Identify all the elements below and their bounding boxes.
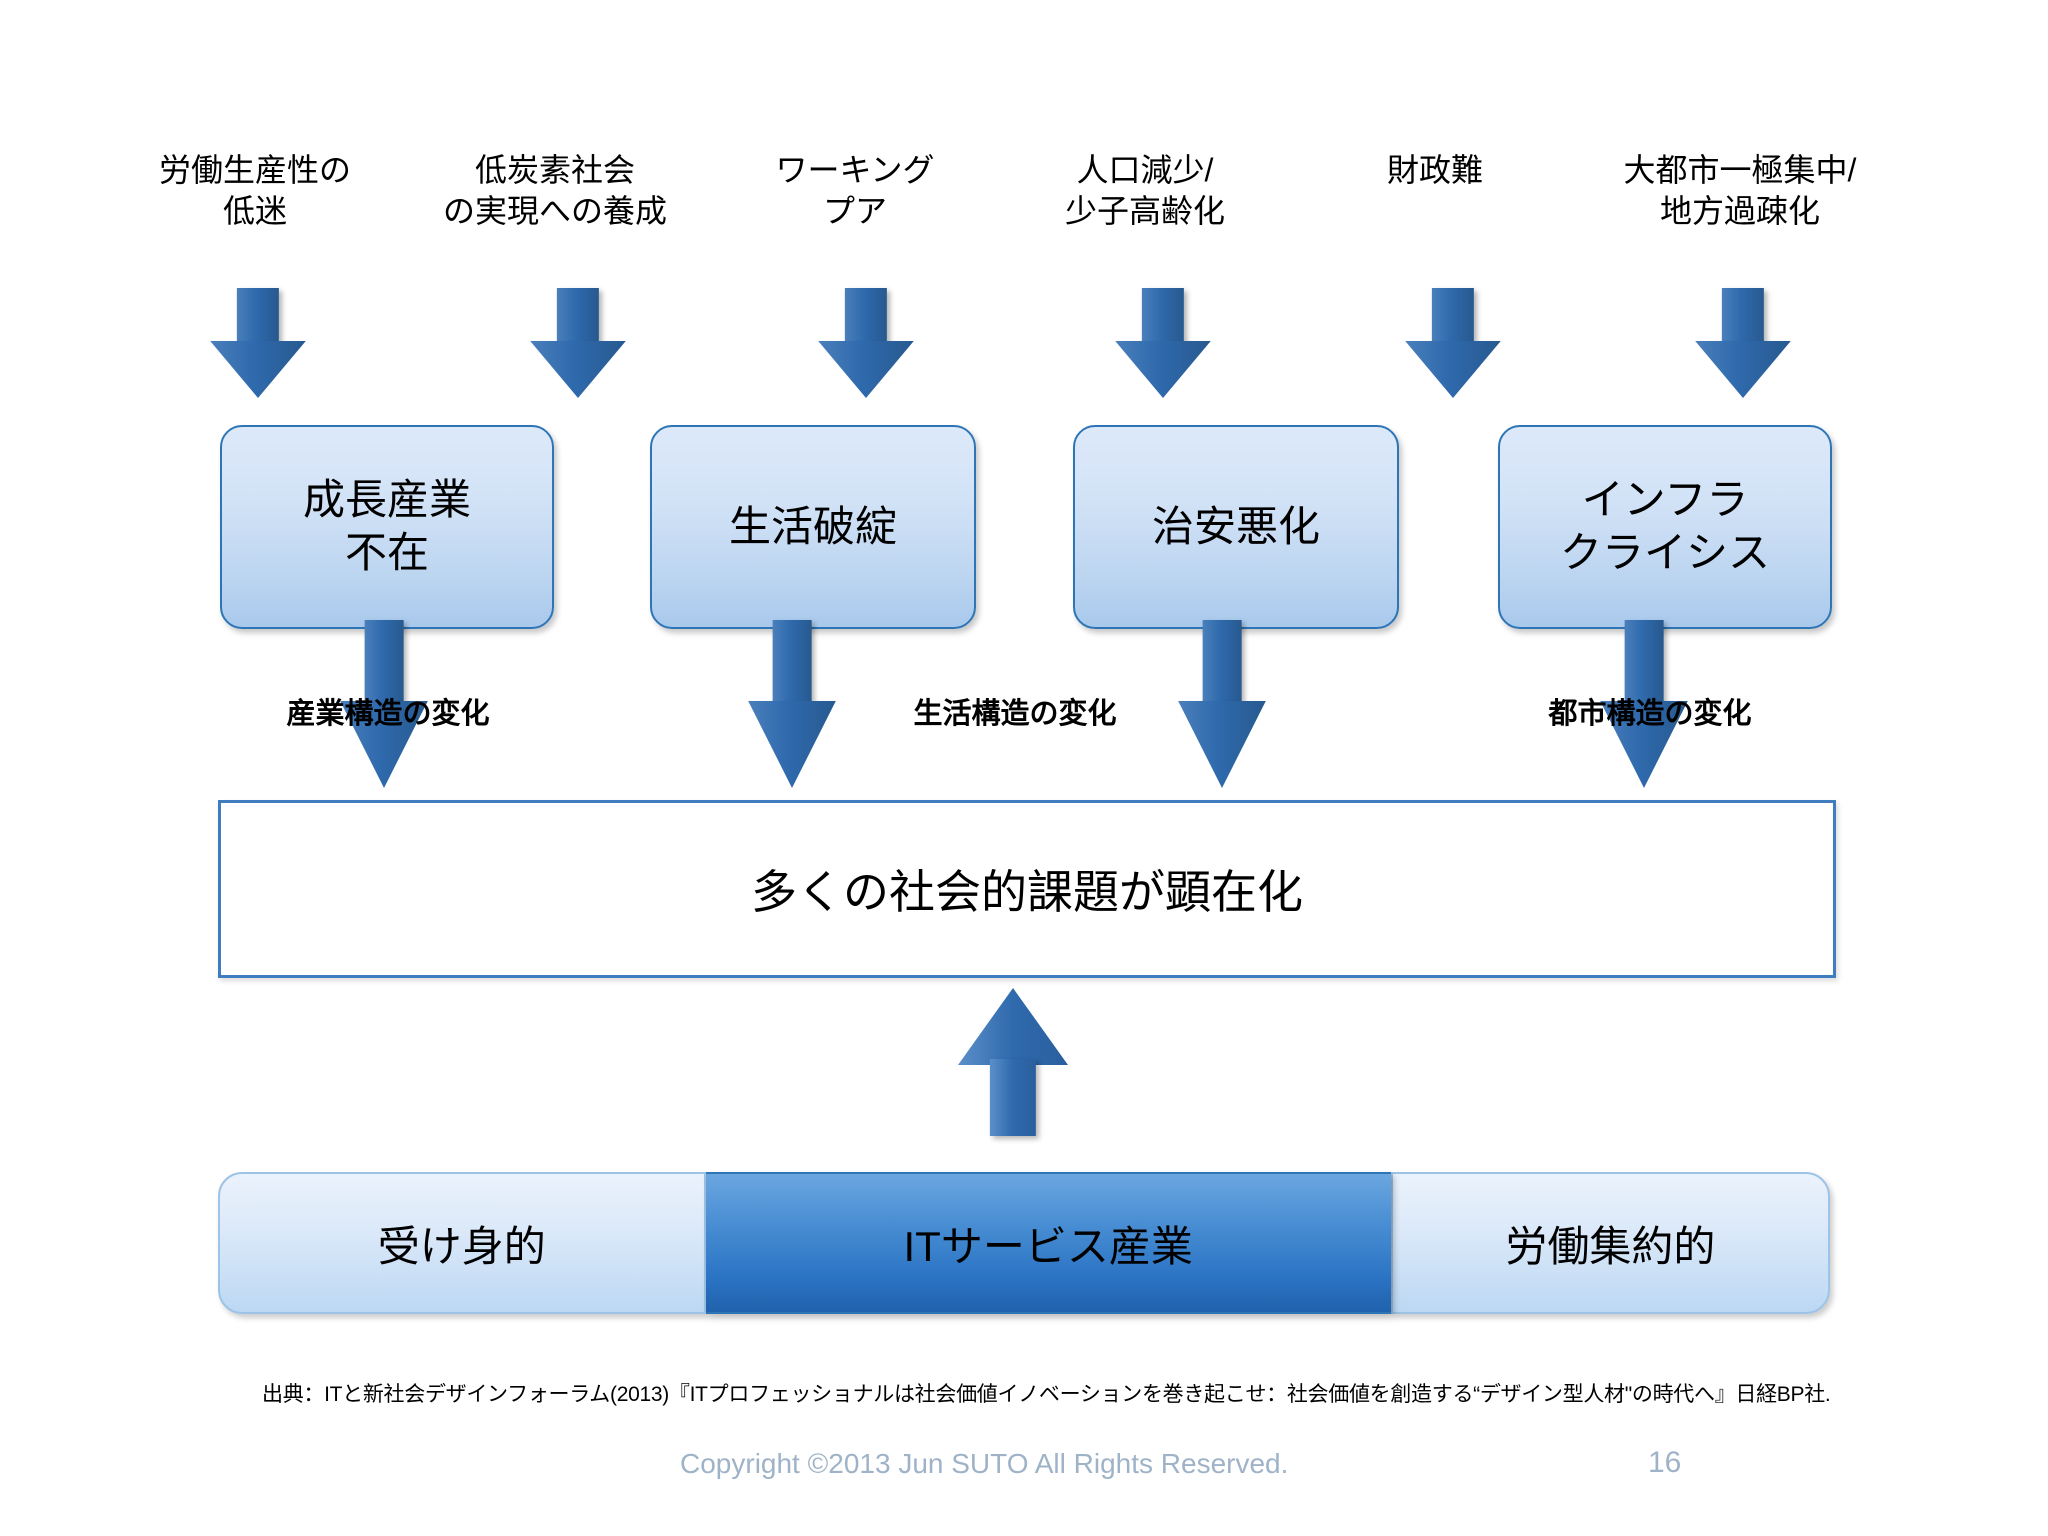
arrow-head bbox=[1695, 340, 1791, 398]
bar-segment-it-service[interactable]: ITサービス産業 bbox=[705, 1172, 1391, 1314]
driver-label-4: 財政難 bbox=[1386, 152, 1483, 188]
change-arrow-0 bbox=[340, 620, 428, 788]
problem-box-3[interactable]: インフラ クライシス bbox=[1498, 425, 1832, 629]
change-arrow-3 bbox=[1600, 620, 1688, 788]
arrow-shaft bbox=[236, 288, 280, 346]
arrow-head bbox=[1115, 340, 1211, 398]
problem-box-1[interactable]: 生活破綻 bbox=[650, 425, 976, 629]
driver-arrow-4 bbox=[1405, 288, 1501, 398]
arrow-head bbox=[748, 700, 836, 788]
arrow-head bbox=[1405, 340, 1501, 398]
bar-segment-labor-intensive[interactable]: 労働集約的 bbox=[1390, 1172, 1830, 1314]
problem-box-0[interactable]: 成長産業 不在 bbox=[220, 425, 554, 629]
change-label-0: 産業構造の変化 bbox=[286, 698, 490, 730]
arrow-head bbox=[1178, 700, 1266, 788]
change-arrow-1 bbox=[748, 620, 836, 788]
page-number: 16 bbox=[1648, 1446, 1682, 1479]
arrow-shaft bbox=[1141, 288, 1185, 346]
change-label-1: 生活構造の変化 bbox=[913, 698, 1117, 730]
it-industry-bar: 受け身的 ITサービス産業 労働集約的 bbox=[218, 1172, 1830, 1314]
arrow-shaft bbox=[556, 288, 600, 346]
arrow-shaft bbox=[844, 288, 888, 346]
driver-label-0: 労働生産性の 低迷 bbox=[158, 152, 351, 229]
problem-box-2[interactable]: 治安悪化 bbox=[1073, 425, 1399, 629]
driver-label-3: 人口減少/ 少子高齢化 bbox=[1064, 152, 1225, 229]
copyright-text: Copyright ©2013 Jun SUTO All Rights Rese… bbox=[680, 1448, 1289, 1479]
driver-arrow-3 bbox=[1115, 288, 1211, 398]
arrow-head bbox=[958, 988, 1068, 1065]
change-label-2: 都市構造の変化 bbox=[1548, 698, 1752, 730]
arrow-shaft bbox=[364, 620, 404, 708]
change-arrow-2 bbox=[1178, 620, 1266, 788]
driver-arrow-5 bbox=[1695, 288, 1791, 398]
arrow-shaft bbox=[1202, 620, 1242, 708]
driver-arrow-1 bbox=[530, 288, 626, 398]
driver-label-1: 低炭素社会 の実現への養成 bbox=[442, 152, 667, 229]
result-banner[interactable]: 多くの社会的課題が顕在化 bbox=[218, 800, 1836, 978]
source-citation: 出典：ITと新社会デザインフォーラム(2013)『ITプロフェッショナルは社会価… bbox=[262, 1383, 1831, 1406]
arrow-head bbox=[210, 340, 306, 398]
driver-arrow-2 bbox=[818, 288, 914, 398]
arrow-head bbox=[530, 340, 626, 398]
arrow-shaft bbox=[772, 620, 812, 708]
arrow-shaft bbox=[1721, 288, 1765, 346]
arrow-head bbox=[818, 340, 914, 398]
bar-segment-passive[interactable]: 受け身的 bbox=[218, 1172, 706, 1314]
driver-label-5: 大都市一極集中/ 地方過疎化 bbox=[1623, 152, 1857, 229]
driver-arrow-0 bbox=[210, 288, 306, 398]
driver-label-2: ワーキング プア bbox=[775, 152, 935, 229]
arrow-shaft bbox=[989, 1059, 1037, 1136]
arrow-shaft bbox=[1431, 288, 1475, 346]
arrow-shaft bbox=[1624, 620, 1664, 708]
bottom-up-arrow bbox=[958, 988, 1068, 1136]
